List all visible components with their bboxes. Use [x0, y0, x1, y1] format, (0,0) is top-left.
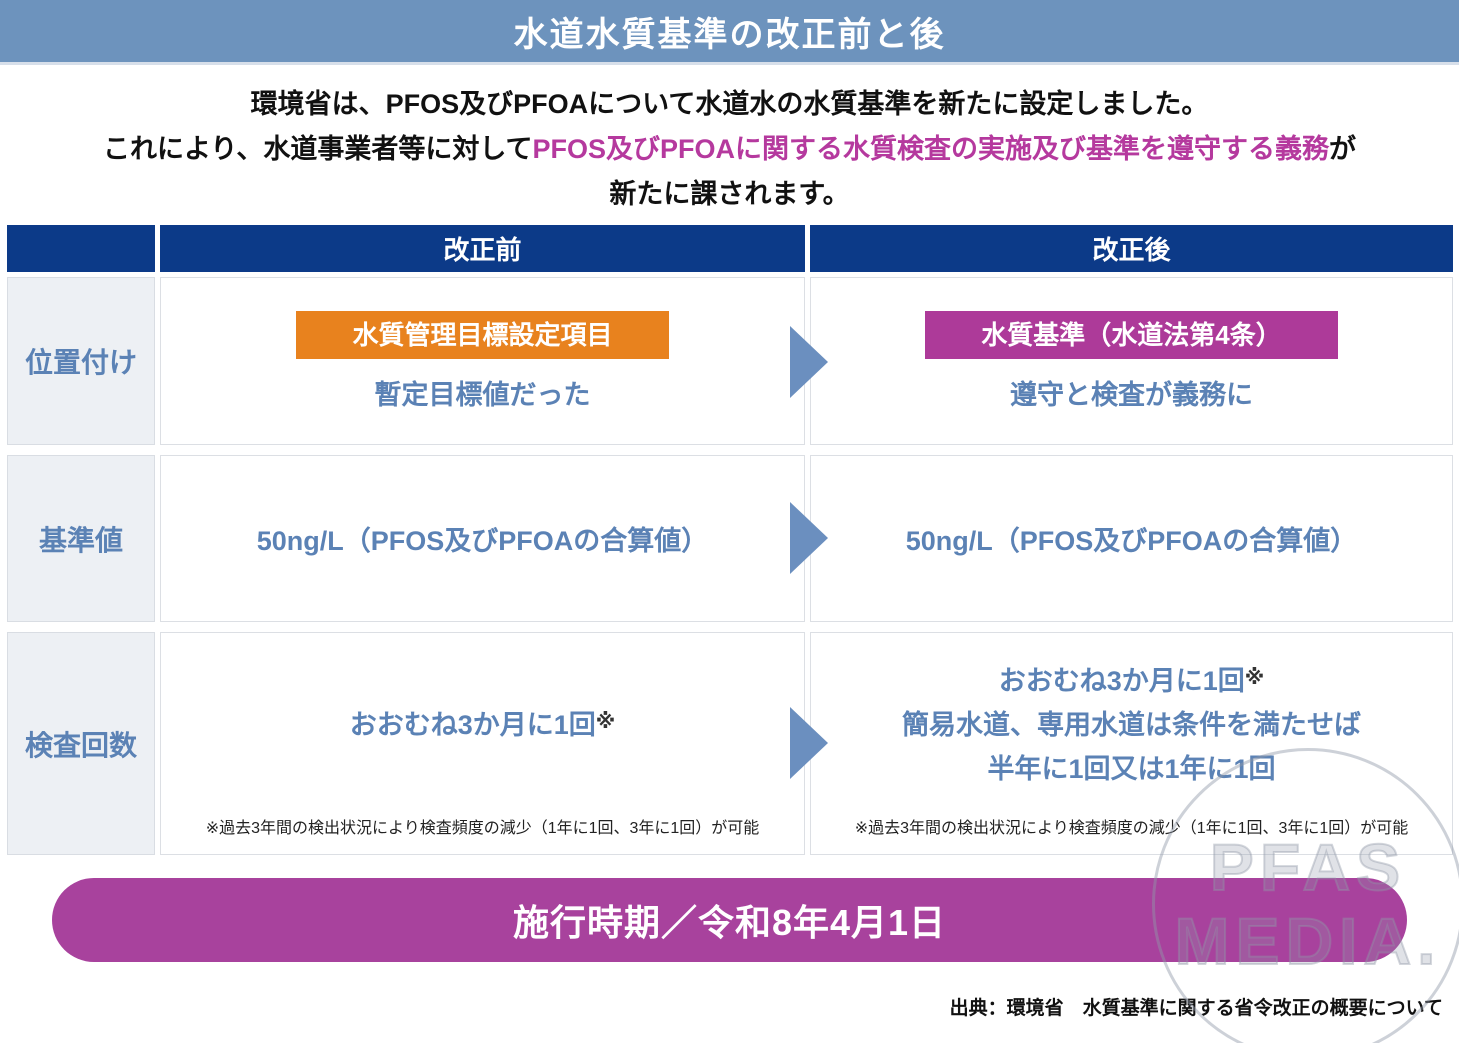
cell-inspection-before: おおむね3か月に1回※ ※過去3年間の検出状況により検査頻度の減少（1年に1回、… [160, 632, 805, 855]
cell-positioning-after: 水質基準（水道法第4条） 遵守と検査が義務に [810, 277, 1453, 445]
inspection-before-text: おおむね3か月に1回 [349, 710, 596, 740]
cell-standard-after: 50ng/L（PFOS及びPFOAの合算値） [810, 455, 1453, 622]
inspection-after-line-3: 半年に1回又は1年に1回 [987, 754, 1276, 784]
intro-line-2-prefix: これにより、水道事業者等に対して [102, 134, 533, 164]
positioning-after-note: 遵守と検査が義務に [1010, 379, 1253, 410]
inspection-before-main: おおむね3か月に1回※ [350, 700, 616, 747]
row-label-positioning: 位置付け [7, 277, 155, 445]
inspection-after-line-1-text: おおむね3か月に1回 [998, 666, 1245, 696]
arrow-right-icon [790, 502, 828, 574]
intro-line-2-suffix: が [1329, 134, 1357, 164]
row-label-inspection: 検査回数 [7, 632, 155, 855]
column-header-before: 改正前 [160, 225, 805, 272]
intro-line-1: 環境省は、PFOS及びPFOAについて水道水の水質基準を新たに設定しました。 [250, 89, 1209, 119]
positioning-before-note: 暫定目標値だった [374, 379, 591, 410]
cell-standard-before: 50ng/L（PFOS及びPFOAの合算値） [160, 455, 805, 622]
page-title: 水道水質基準の改正前と後 [513, 15, 946, 54]
standard-after-text: 50ng/L（PFOS及びPFOAの合算値） [905, 526, 1358, 556]
inspection-after-line-2: 簡易水道、専用水道は条件を満たせば [902, 710, 1361, 740]
standard-before-text: 50ng/L（PFOS及びPFOAの合算値） [256, 526, 709, 556]
row-label-standard-value: 基準値 [7, 455, 155, 622]
after-badge: 水質基準（水道法第4条） [925, 310, 1338, 359]
reference-mark: ※ [595, 711, 616, 733]
before-badge: 水質管理目標設定項目 [296, 310, 669, 359]
inspection-after-footnote: ※過去3年間の検出状況により検査頻度の減少（1年に1回、3年に1回）が可能 [854, 820, 1409, 837]
reference-mark: ※ [1244, 667, 1265, 689]
enforcement-date-text: 施行時期／令和8年4月1日 [512, 902, 947, 943]
arrow-right-icon [790, 326, 828, 398]
arrow-right-icon [790, 707, 828, 779]
inspection-after-lines: おおむね3か月に1回※ 簡易水道、専用水道は条件を満たせば 半年に1回又は1年に… [902, 656, 1361, 791]
intro-highlight: PFOS及びPFOAに関する水質検査の実施及び基準を遵守する義務 [532, 134, 1330, 164]
column-header-after: 改正後 [810, 225, 1453, 272]
intro-text: 環境省は、PFOS及びPFOAについて水道水の水質基準を新たに設定しました。 こ… [0, 82, 1459, 217]
table-corner-cell [7, 225, 155, 272]
top-title-bar: 水道水質基準の改正前と後 [0, 0, 1459, 65]
cell-positioning-before: 水質管理目標設定項目 暫定目標値だった [160, 277, 805, 445]
intro-line-3: 新たに課されます。 [609, 179, 850, 209]
intro-line-2: これにより、水道事業者等に対してPFOS及びPFOAに関する水質検査の実施及び基… [0, 127, 1459, 172]
enforcement-date-banner: 施行時期／令和8年4月1日 [52, 878, 1407, 962]
inspection-after-line-1: おおむね3か月に1回※ [902, 656, 1361, 703]
cell-inspection-after: おおむね3か月に1回※ 簡易水道、専用水道は条件を満たせば 半年に1回又は1年に… [810, 632, 1453, 855]
source-text: 出典：環境省 水質基準に関する省令改正の概要について [949, 998, 1443, 1019]
inspection-before-footnote: ※過去3年間の検出状況により検査頻度の減少（1年に1回、3年に1回）が可能 [205, 820, 760, 837]
